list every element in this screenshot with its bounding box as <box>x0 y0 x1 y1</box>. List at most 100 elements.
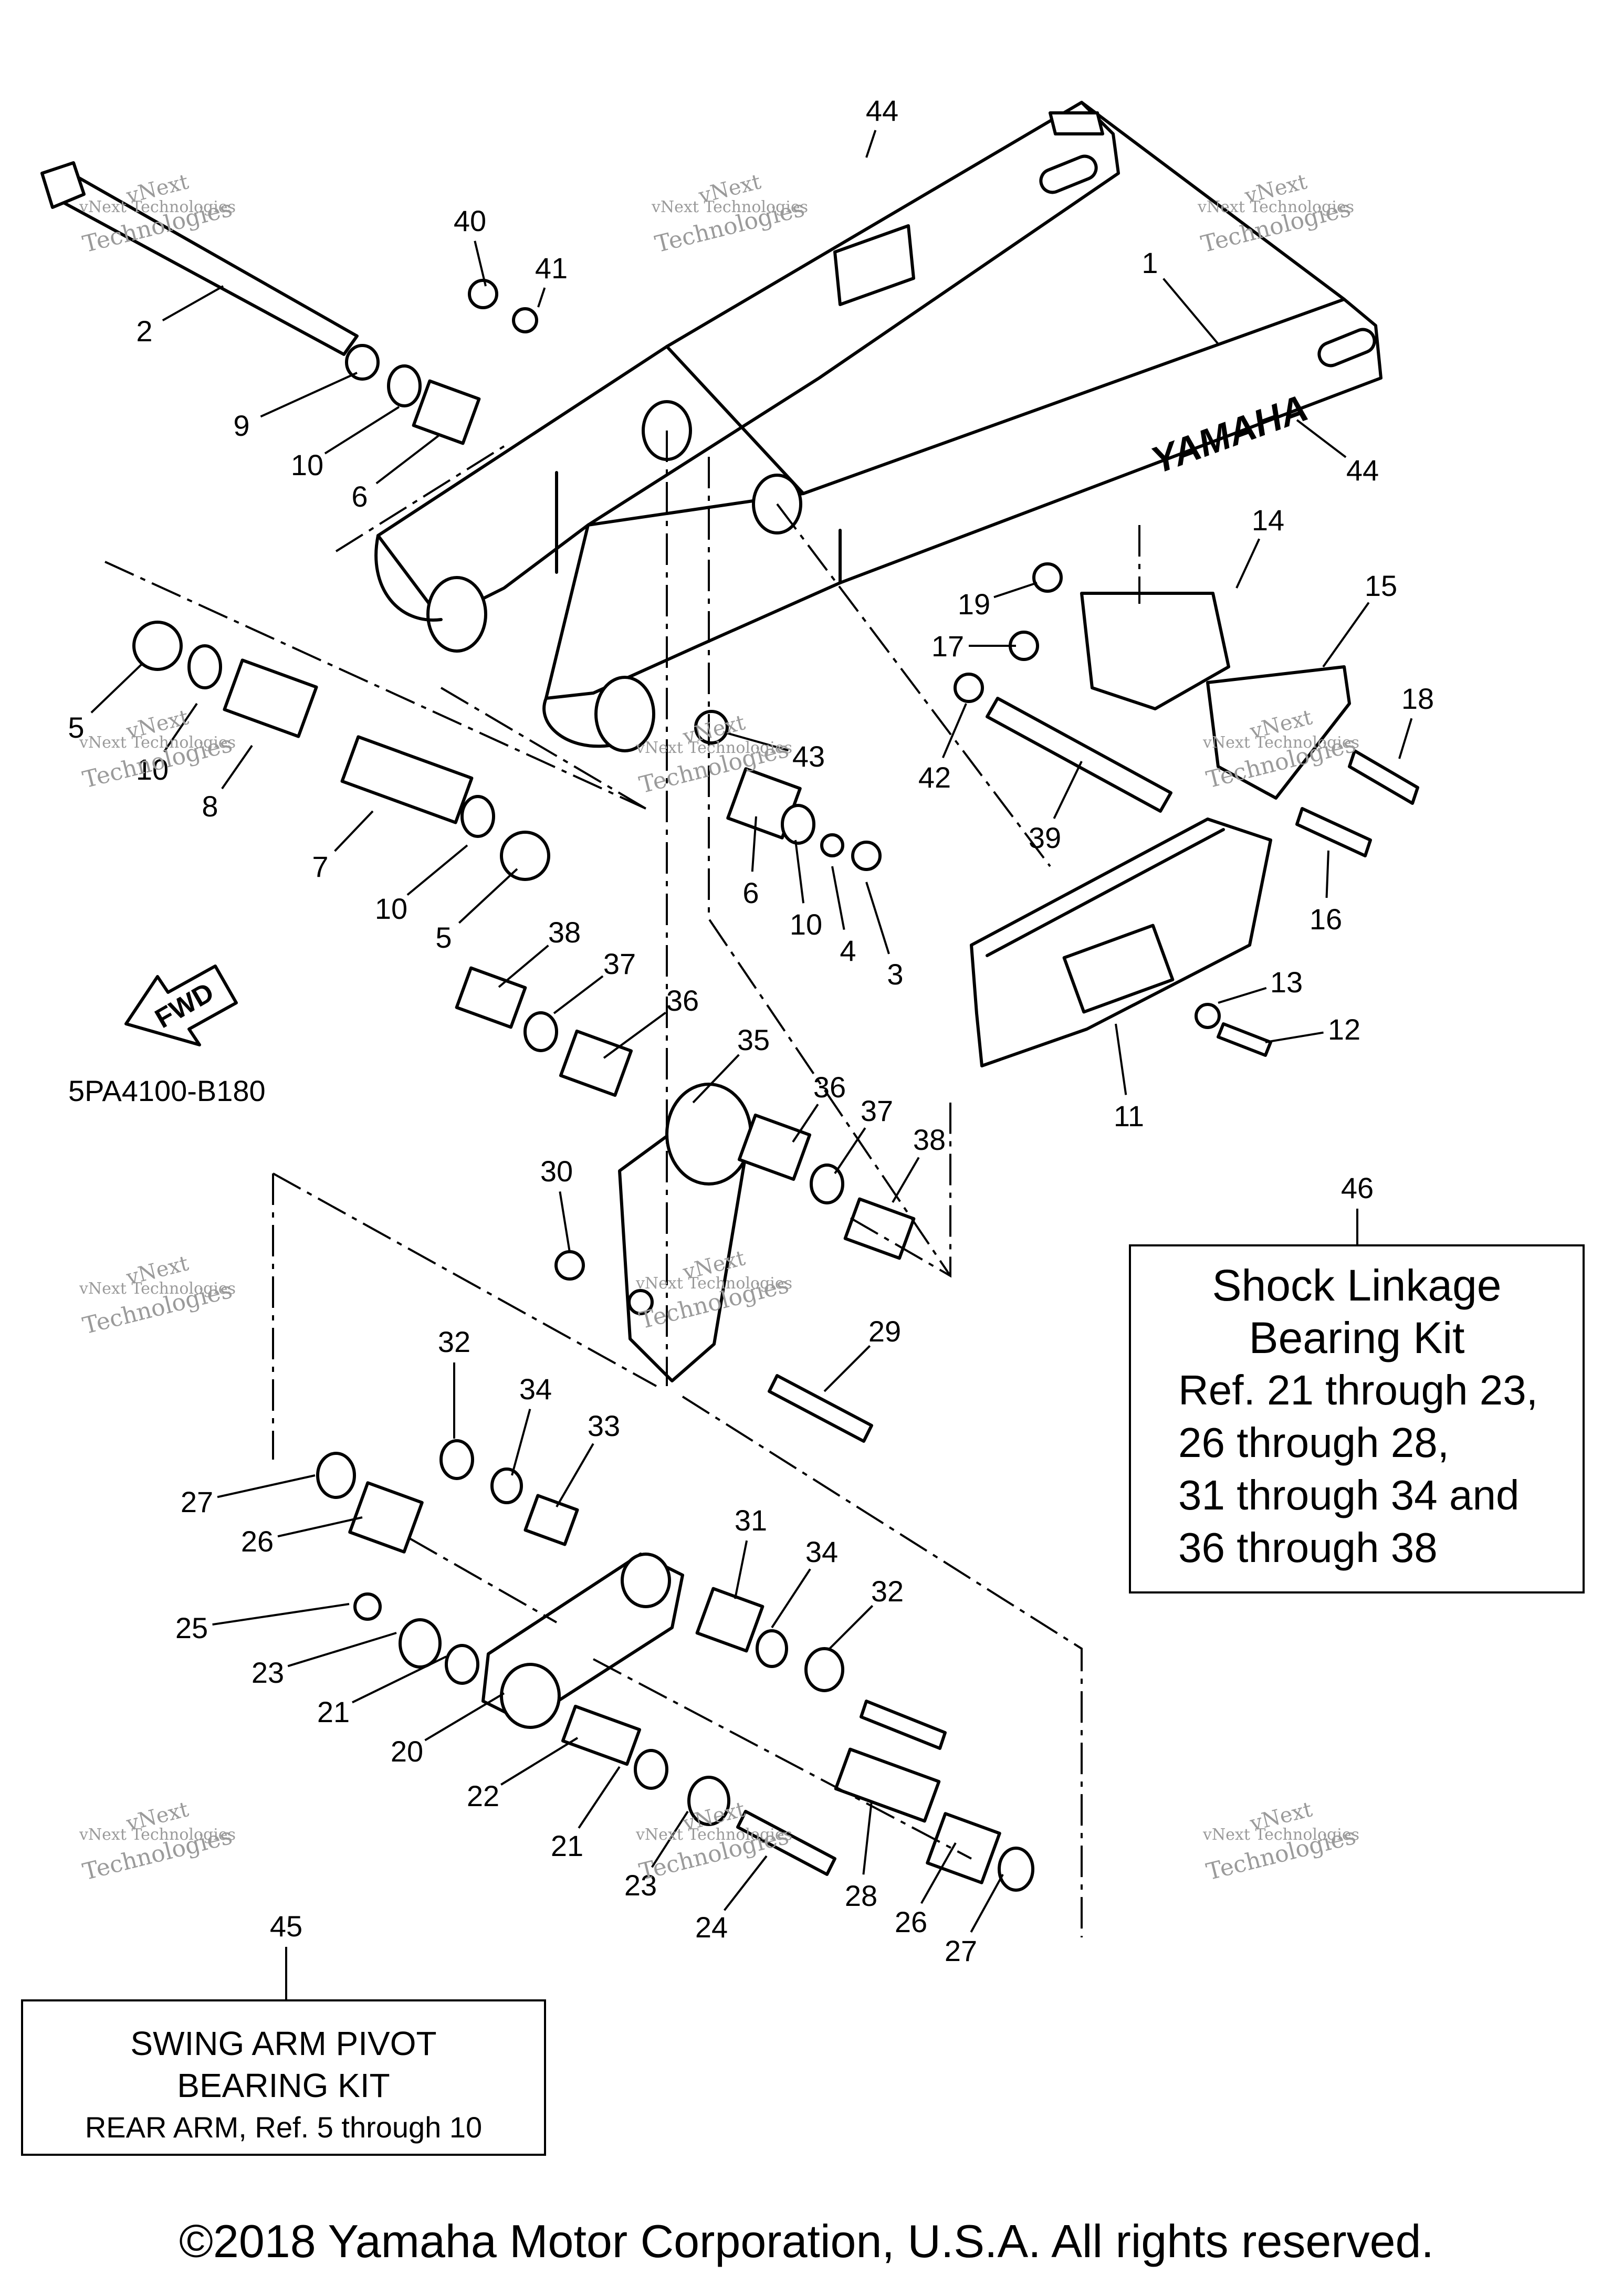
leader-line <box>556 1443 594 1508</box>
callout-40: 40 <box>454 204 486 237</box>
callout-39: 39 <box>1029 821 1061 854</box>
connecting-rod <box>481 1553 684 1729</box>
callout-5: 5 <box>68 711 84 744</box>
leader-line <box>500 1737 579 1786</box>
callout-10: 10 <box>136 753 169 786</box>
leader-line <box>553 975 604 1014</box>
shock-linkage-kit-note: Shock Linkage Bearing Kit Ref. 21 throug… <box>1129 1244 1585 1593</box>
leader-line <box>260 372 358 418</box>
callout-4: 4 <box>840 934 856 967</box>
callout-30: 30 <box>540 1155 573 1188</box>
callout-28: 28 <box>845 1879 877 1912</box>
callout-27: 27 <box>181 1485 213 1518</box>
leader-line <box>511 1409 531 1476</box>
leader-line <box>1325 850 1329 898</box>
kit-45-ref: REAR ARM, Ref. 5 through 10 <box>85 2111 483 2144</box>
kit-46-title-1: Shock Linkage <box>1212 1261 1502 1310</box>
leader-line <box>794 840 805 904</box>
kit-45-title-1: SWING ARM PIVOT <box>130 2025 437 2062</box>
leader-line <box>1398 718 1413 759</box>
callout-34: 34 <box>805 1535 838 1568</box>
leader-line <box>163 703 198 753</box>
callout-23: 23 <box>624 1869 657 1902</box>
callout-15: 15 <box>1365 569 1397 602</box>
callout-3: 3 <box>887 958 903 991</box>
callout-37: 37 <box>861 1094 893 1127</box>
callout-37: 37 <box>603 947 636 980</box>
callout-5: 5 <box>435 921 452 954</box>
leader-line <box>792 1104 819 1143</box>
callout-41: 41 <box>535 251 568 285</box>
callout-8: 8 <box>202 790 218 823</box>
leader-line <box>458 868 518 924</box>
callout-7: 7 <box>312 850 328 883</box>
leader-line <box>603 1012 666 1059</box>
leader-line <box>1162 278 1219 345</box>
leader-line <box>651 1810 689 1868</box>
leader-line <box>970 1874 1004 1933</box>
leader-line <box>865 882 890 955</box>
callout-24: 24 <box>695 1911 728 1944</box>
callout-12: 12 <box>1328 1013 1360 1046</box>
callout-10: 10 <box>790 908 822 941</box>
leader-line <box>862 1800 873 1875</box>
forward-arrow-icon: FWD <box>124 964 238 1046</box>
leader-line <box>212 1603 350 1626</box>
leader-line <box>287 1632 397 1668</box>
callout-9: 9 <box>233 409 249 442</box>
callout-19: 19 <box>958 588 990 621</box>
callout-10: 10 <box>375 892 407 925</box>
callout-44: 44 <box>1346 454 1379 487</box>
callout-43: 43 <box>792 740 825 773</box>
pivot-axle <box>40 161 359 356</box>
callout-32: 32 <box>438 1325 470 1358</box>
leader-line <box>1235 538 1261 589</box>
leader-line <box>734 1540 748 1599</box>
callout-38: 38 <box>548 916 581 949</box>
leader-line <box>352 1655 447 1704</box>
leader-line <box>498 945 549 988</box>
copyright-notice: ©2018 Yamaha Motor Corporation, U.S.A. A… <box>179 2215 1434 2267</box>
callout-42: 42 <box>918 761 951 794</box>
callout-36: 36 <box>813 1071 846 1104</box>
leader-line <box>1053 761 1083 819</box>
leader-line <box>831 866 845 930</box>
leader-line <box>1322 602 1370 668</box>
leader-line <box>474 240 487 287</box>
leader-line <box>1115 1023 1127 1095</box>
callout-46: 46 <box>1341 1171 1374 1204</box>
callout-21: 21 <box>551 1829 583 1862</box>
assembly-lines <box>104 431 1140 1937</box>
kit-46-title-2: Bearing Kit <box>1249 1313 1465 1362</box>
leader-line <box>537 287 546 308</box>
leader-line <box>375 435 439 485</box>
kit-45-title-2: BEARING KIT <box>177 2067 390 2104</box>
callout-6: 6 <box>742 876 759 909</box>
callout-18: 18 <box>1401 682 1434 715</box>
leader-line <box>1296 419 1347 458</box>
leader-line <box>692 1054 740 1104</box>
leader-line <box>90 663 143 714</box>
callout-35: 35 <box>737 1023 770 1056</box>
callout-27: 27 <box>945 1934 977 1967</box>
leader-line <box>277 1516 363 1538</box>
kit-46-ref-2: 26 through 28, <box>1178 1419 1449 1466</box>
callout-6: 6 <box>351 480 368 513</box>
leader-line <box>1265 1031 1324 1043</box>
callout-34: 34 <box>519 1372 552 1406</box>
leader-line <box>221 745 253 790</box>
swing-arm: YAMAHA <box>374 101 1382 752</box>
leader-line <box>834 1127 866 1175</box>
callout-45: 45 <box>270 1910 302 1943</box>
callout-1: 1 <box>1141 246 1158 279</box>
callout-22: 22 <box>467 1779 499 1812</box>
callout-10: 10 <box>291 448 323 481</box>
leader-line <box>724 731 789 752</box>
callout-20: 20 <box>391 1735 423 1768</box>
leader-line <box>920 1842 957 1904</box>
relay-arm <box>618 1083 752 1382</box>
figure-code: 5PA4100-B180 <box>68 1074 266 1107</box>
callout-25: 25 <box>175 1611 208 1644</box>
chain-guide <box>970 817 1272 1067</box>
